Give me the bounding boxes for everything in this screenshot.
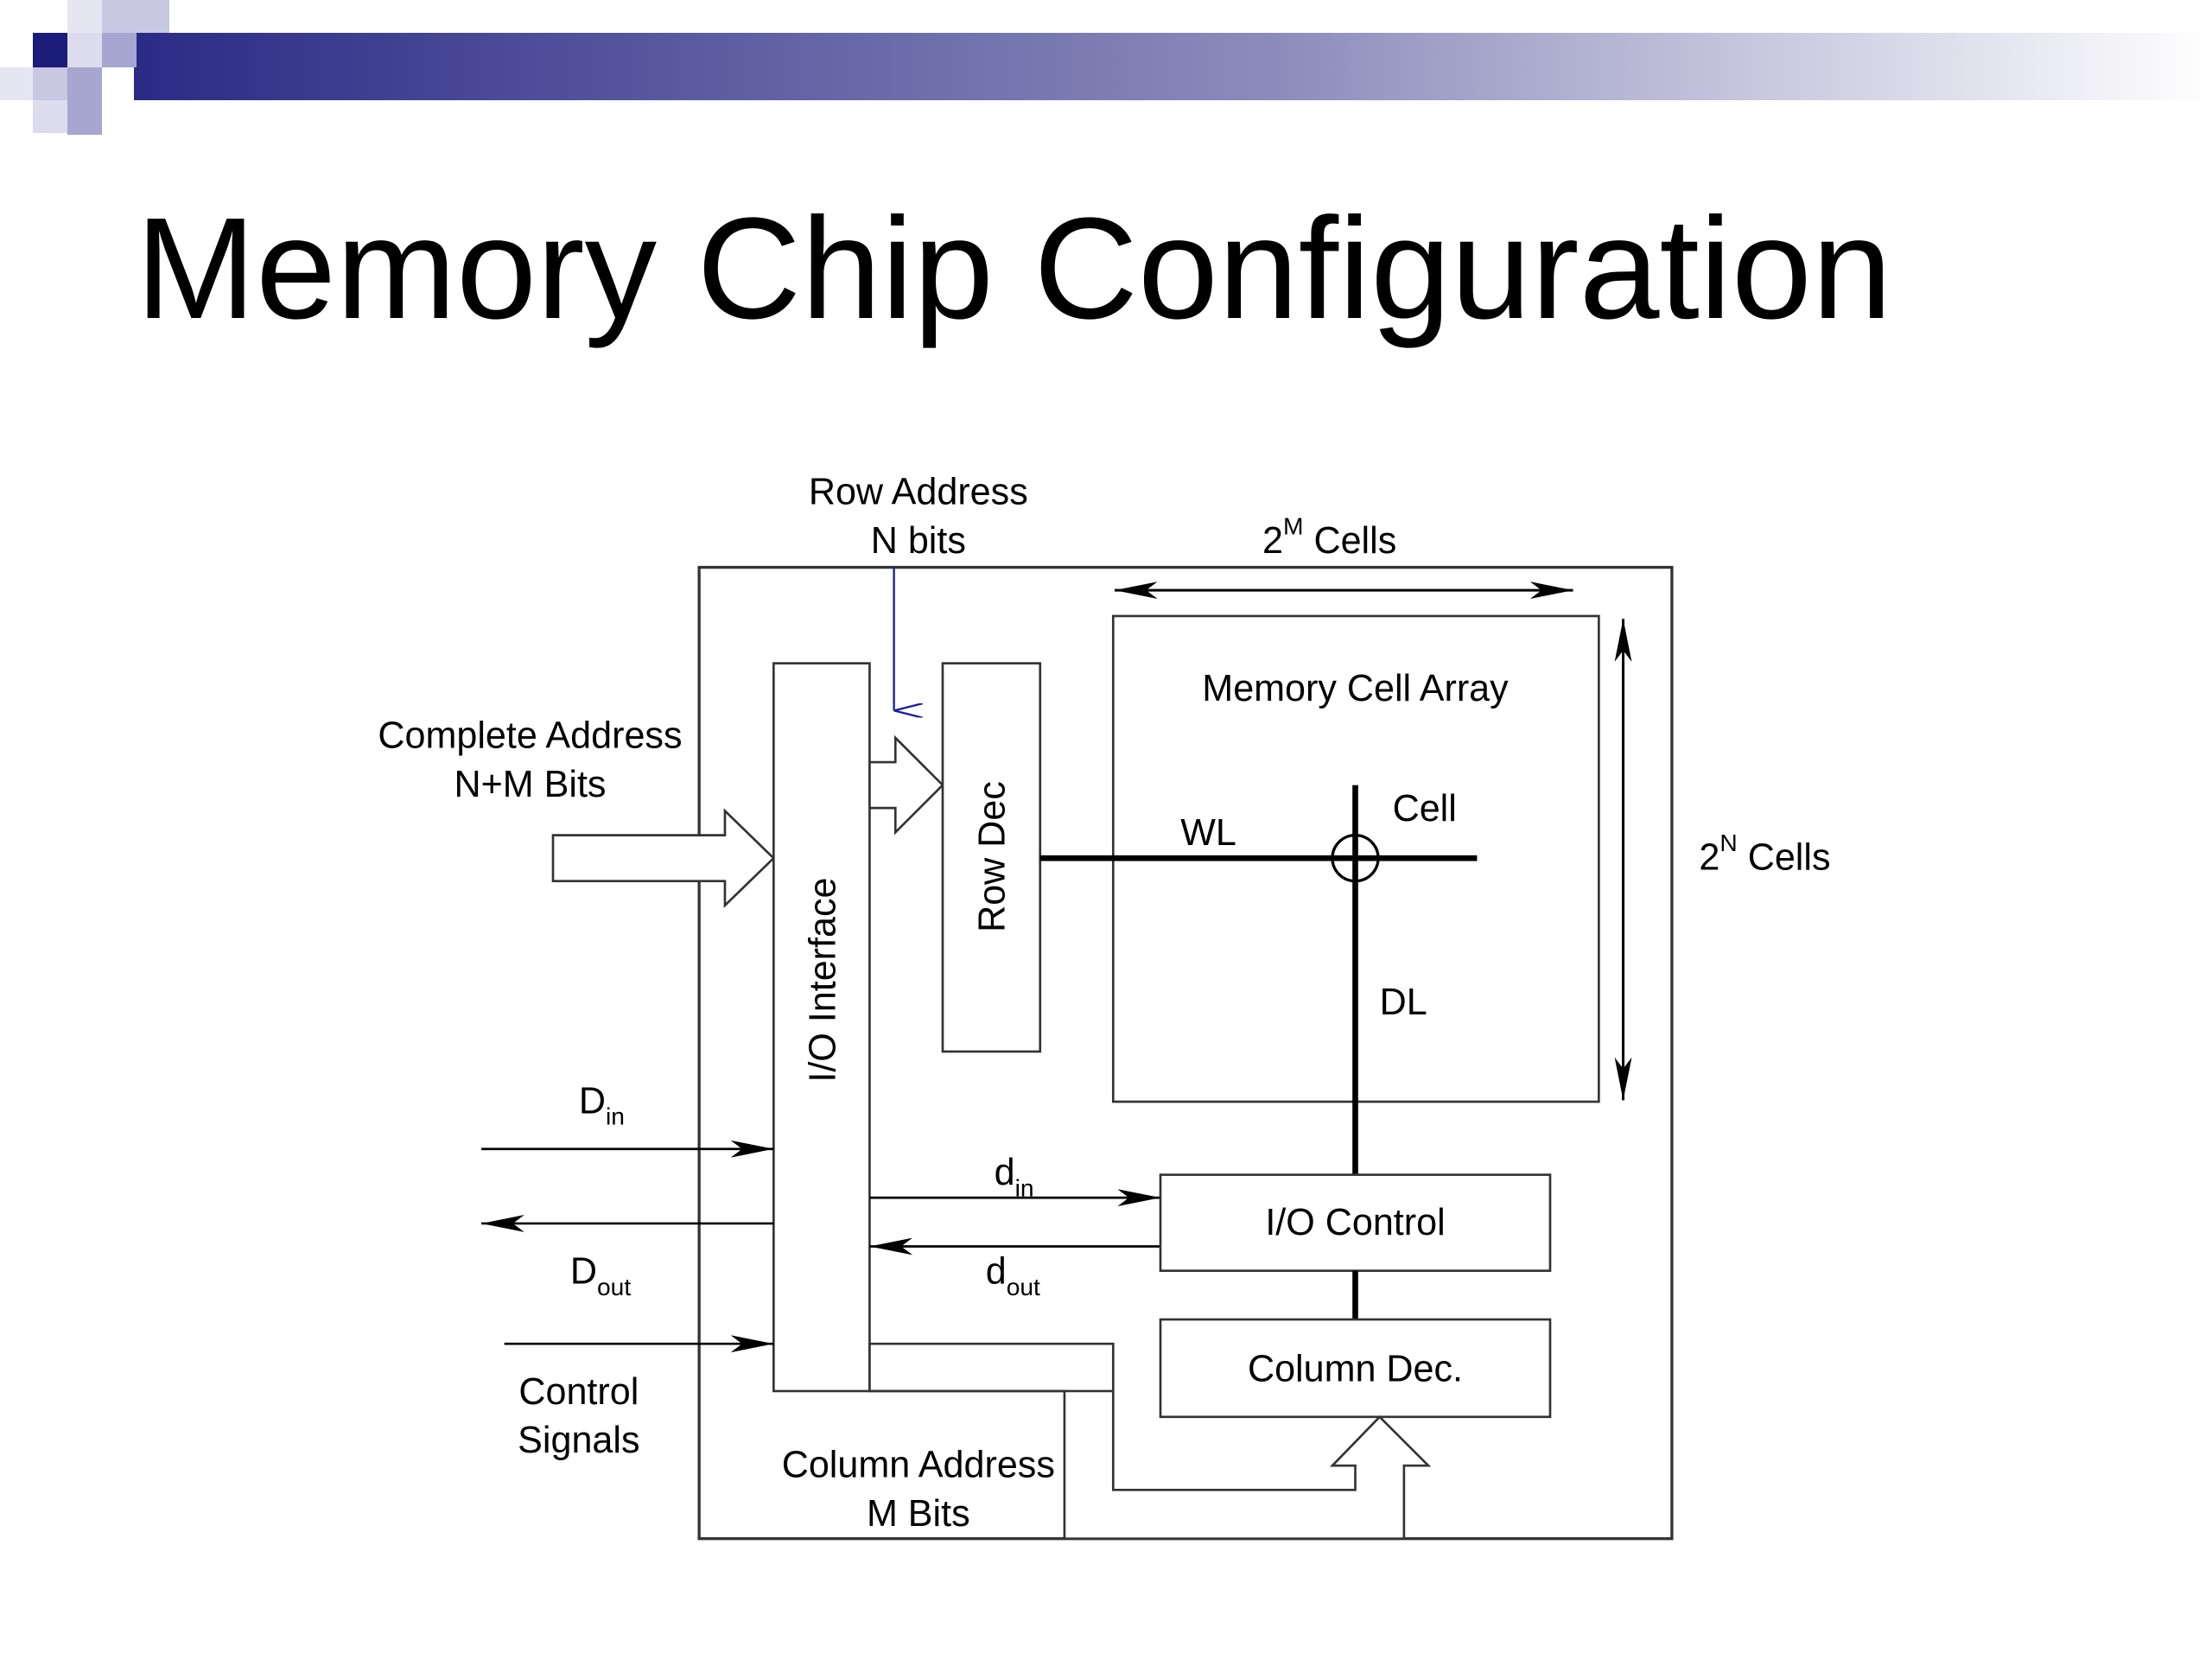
row-dec-label: Row Dec bbox=[971, 781, 1013, 932]
deco-square-mid-2 bbox=[67, 67, 102, 135]
memory-cell-array-label: Memory Cell Array bbox=[1202, 668, 1509, 709]
interface-to-rowdec-arrow bbox=[868, 734, 944, 836]
deco-square-light-top bbox=[102, 0, 169, 33]
deco-square-light-4 bbox=[33, 100, 67, 133]
column-address-label: Column Address bbox=[782, 1444, 1055, 1485]
deco-square-light-1 bbox=[67, 33, 102, 67]
d-out-internal-label: dout bbox=[986, 1251, 1040, 1300]
complete-address-arrow bbox=[551, 808, 776, 909]
column-address-bus bbox=[868, 1342, 1432, 1541]
cells-m-label: 2M Cells bbox=[1262, 512, 1396, 562]
deco-square-dark bbox=[33, 33, 67, 67]
deco-square-faint-top bbox=[67, 0, 102, 33]
row-address-bits-label: N bits bbox=[871, 520, 966, 562]
deco-square-light-3 bbox=[33, 67, 67, 100]
header-decoration bbox=[0, 0, 2212, 135]
d-in-external-label: Din bbox=[579, 1080, 625, 1129]
cells-n-label: 2N Cells bbox=[1699, 829, 1830, 879]
io-control-label: I/O Control bbox=[1265, 1202, 1445, 1243]
row-dec-box bbox=[941, 662, 1042, 1053]
column-dec-box bbox=[1159, 1318, 1552, 1419]
column-dec-label: Column Dec. bbox=[1248, 1348, 1463, 1389]
column-address-bits-label: M Bits bbox=[867, 1493, 970, 1535]
row-address-label: Row Address bbox=[809, 472, 1028, 513]
control-signals-label-2: Signals bbox=[518, 1420, 639, 1461]
deco-square-light-2 bbox=[0, 67, 33, 100]
memory-cell-symbol bbox=[1331, 833, 1380, 883]
io-interface-box bbox=[772, 662, 871, 1393]
slide-title: Memory Chip Configuration bbox=[136, 188, 1892, 349]
d-out-external-label: Dout bbox=[570, 1251, 631, 1300]
io-interface-label: I/O Interface bbox=[803, 878, 844, 1083]
complete-address-bits-label: N+M Bits bbox=[454, 764, 606, 805]
header-gradient-bar bbox=[134, 33, 2212, 100]
control-signals-label: Control bbox=[518, 1371, 639, 1413]
dl-label: DL bbox=[1380, 982, 1427, 1023]
complete-address-label: Complete Address bbox=[378, 715, 682, 756]
io-control-box bbox=[1159, 1173, 1552, 1272]
deco-square-mid bbox=[102, 33, 137, 67]
d-in-internal-label: din bbox=[995, 1152, 1034, 1201]
cell-label: Cell bbox=[1393, 788, 1457, 830]
wl-label: WL bbox=[1180, 812, 1236, 854]
